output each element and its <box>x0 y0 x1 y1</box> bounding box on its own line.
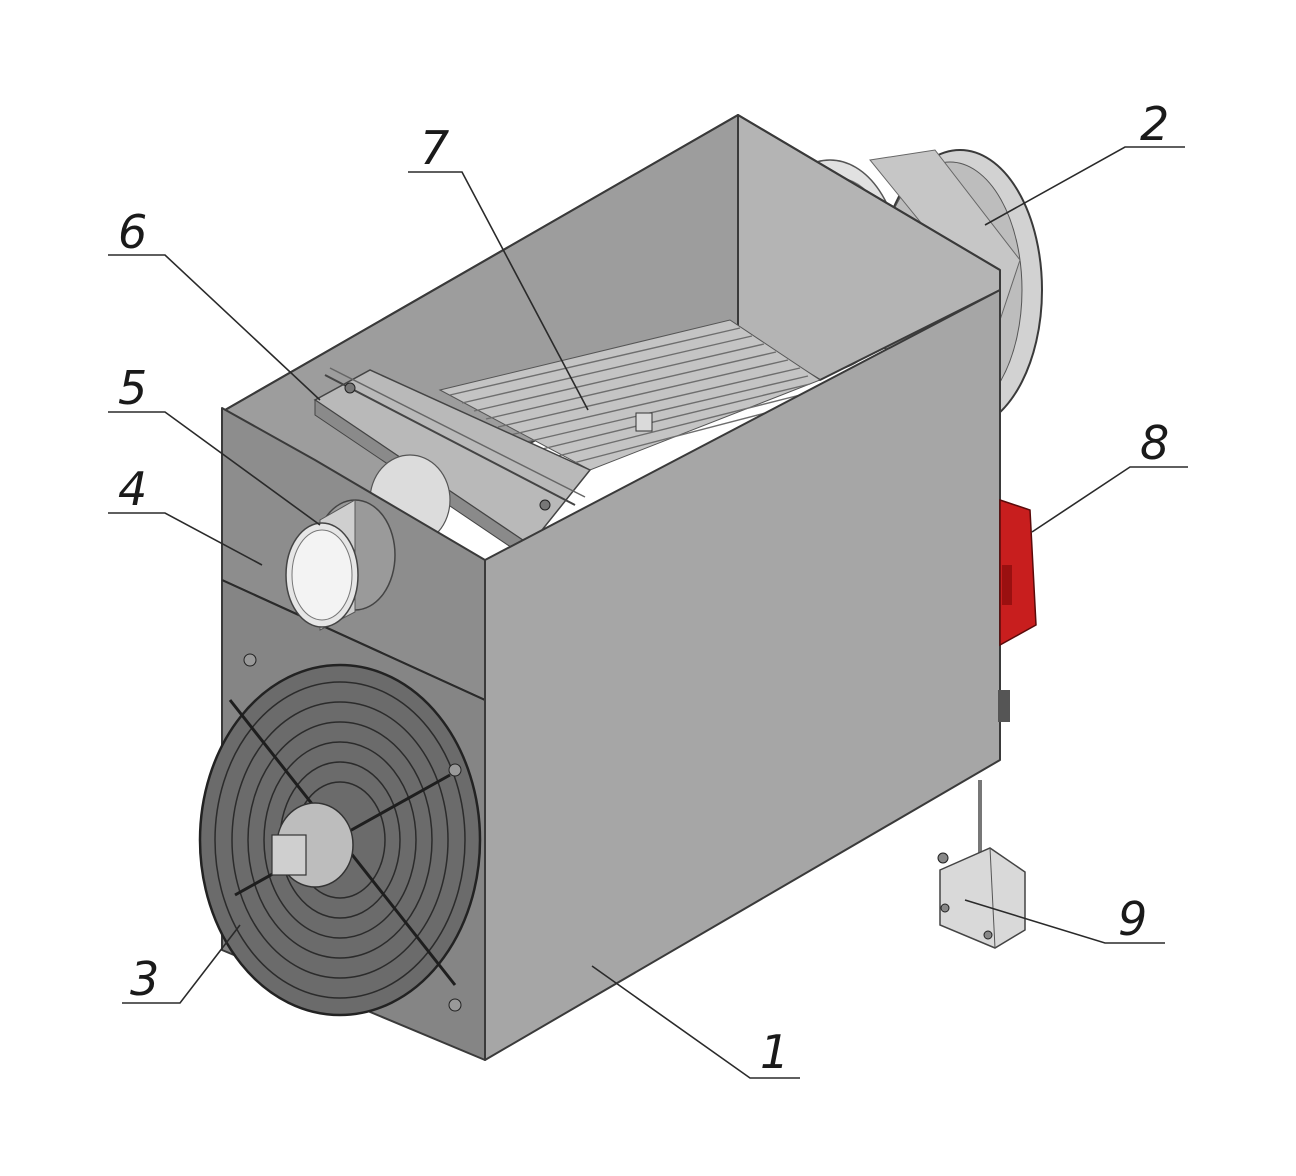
callout-9: 9 <box>1118 892 1147 946</box>
leader-lines <box>108 146 1188 1079</box>
callout-5: 5 <box>118 361 147 415</box>
housing-side-panel <box>484 289 1001 1061</box>
callout-8: 8 <box>1140 416 1169 470</box>
sensor-junction-box <box>937 780 1026 949</box>
callout-3: 3 <box>130 952 159 1006</box>
heat-exchanger-grating <box>438 319 822 471</box>
callout-2: 2 <box>1140 97 1169 151</box>
callout-7: 7 <box>420 121 449 175</box>
callout-1: 1 <box>760 1025 789 1079</box>
burner-unit <box>998 498 1037 722</box>
axial-fan-guard <box>198 653 482 1017</box>
mounting-plate <box>313 367 592 561</box>
callout-6: 6 <box>118 205 147 259</box>
callout-4: 4 <box>118 462 147 516</box>
front-nozzle <box>285 499 396 631</box>
